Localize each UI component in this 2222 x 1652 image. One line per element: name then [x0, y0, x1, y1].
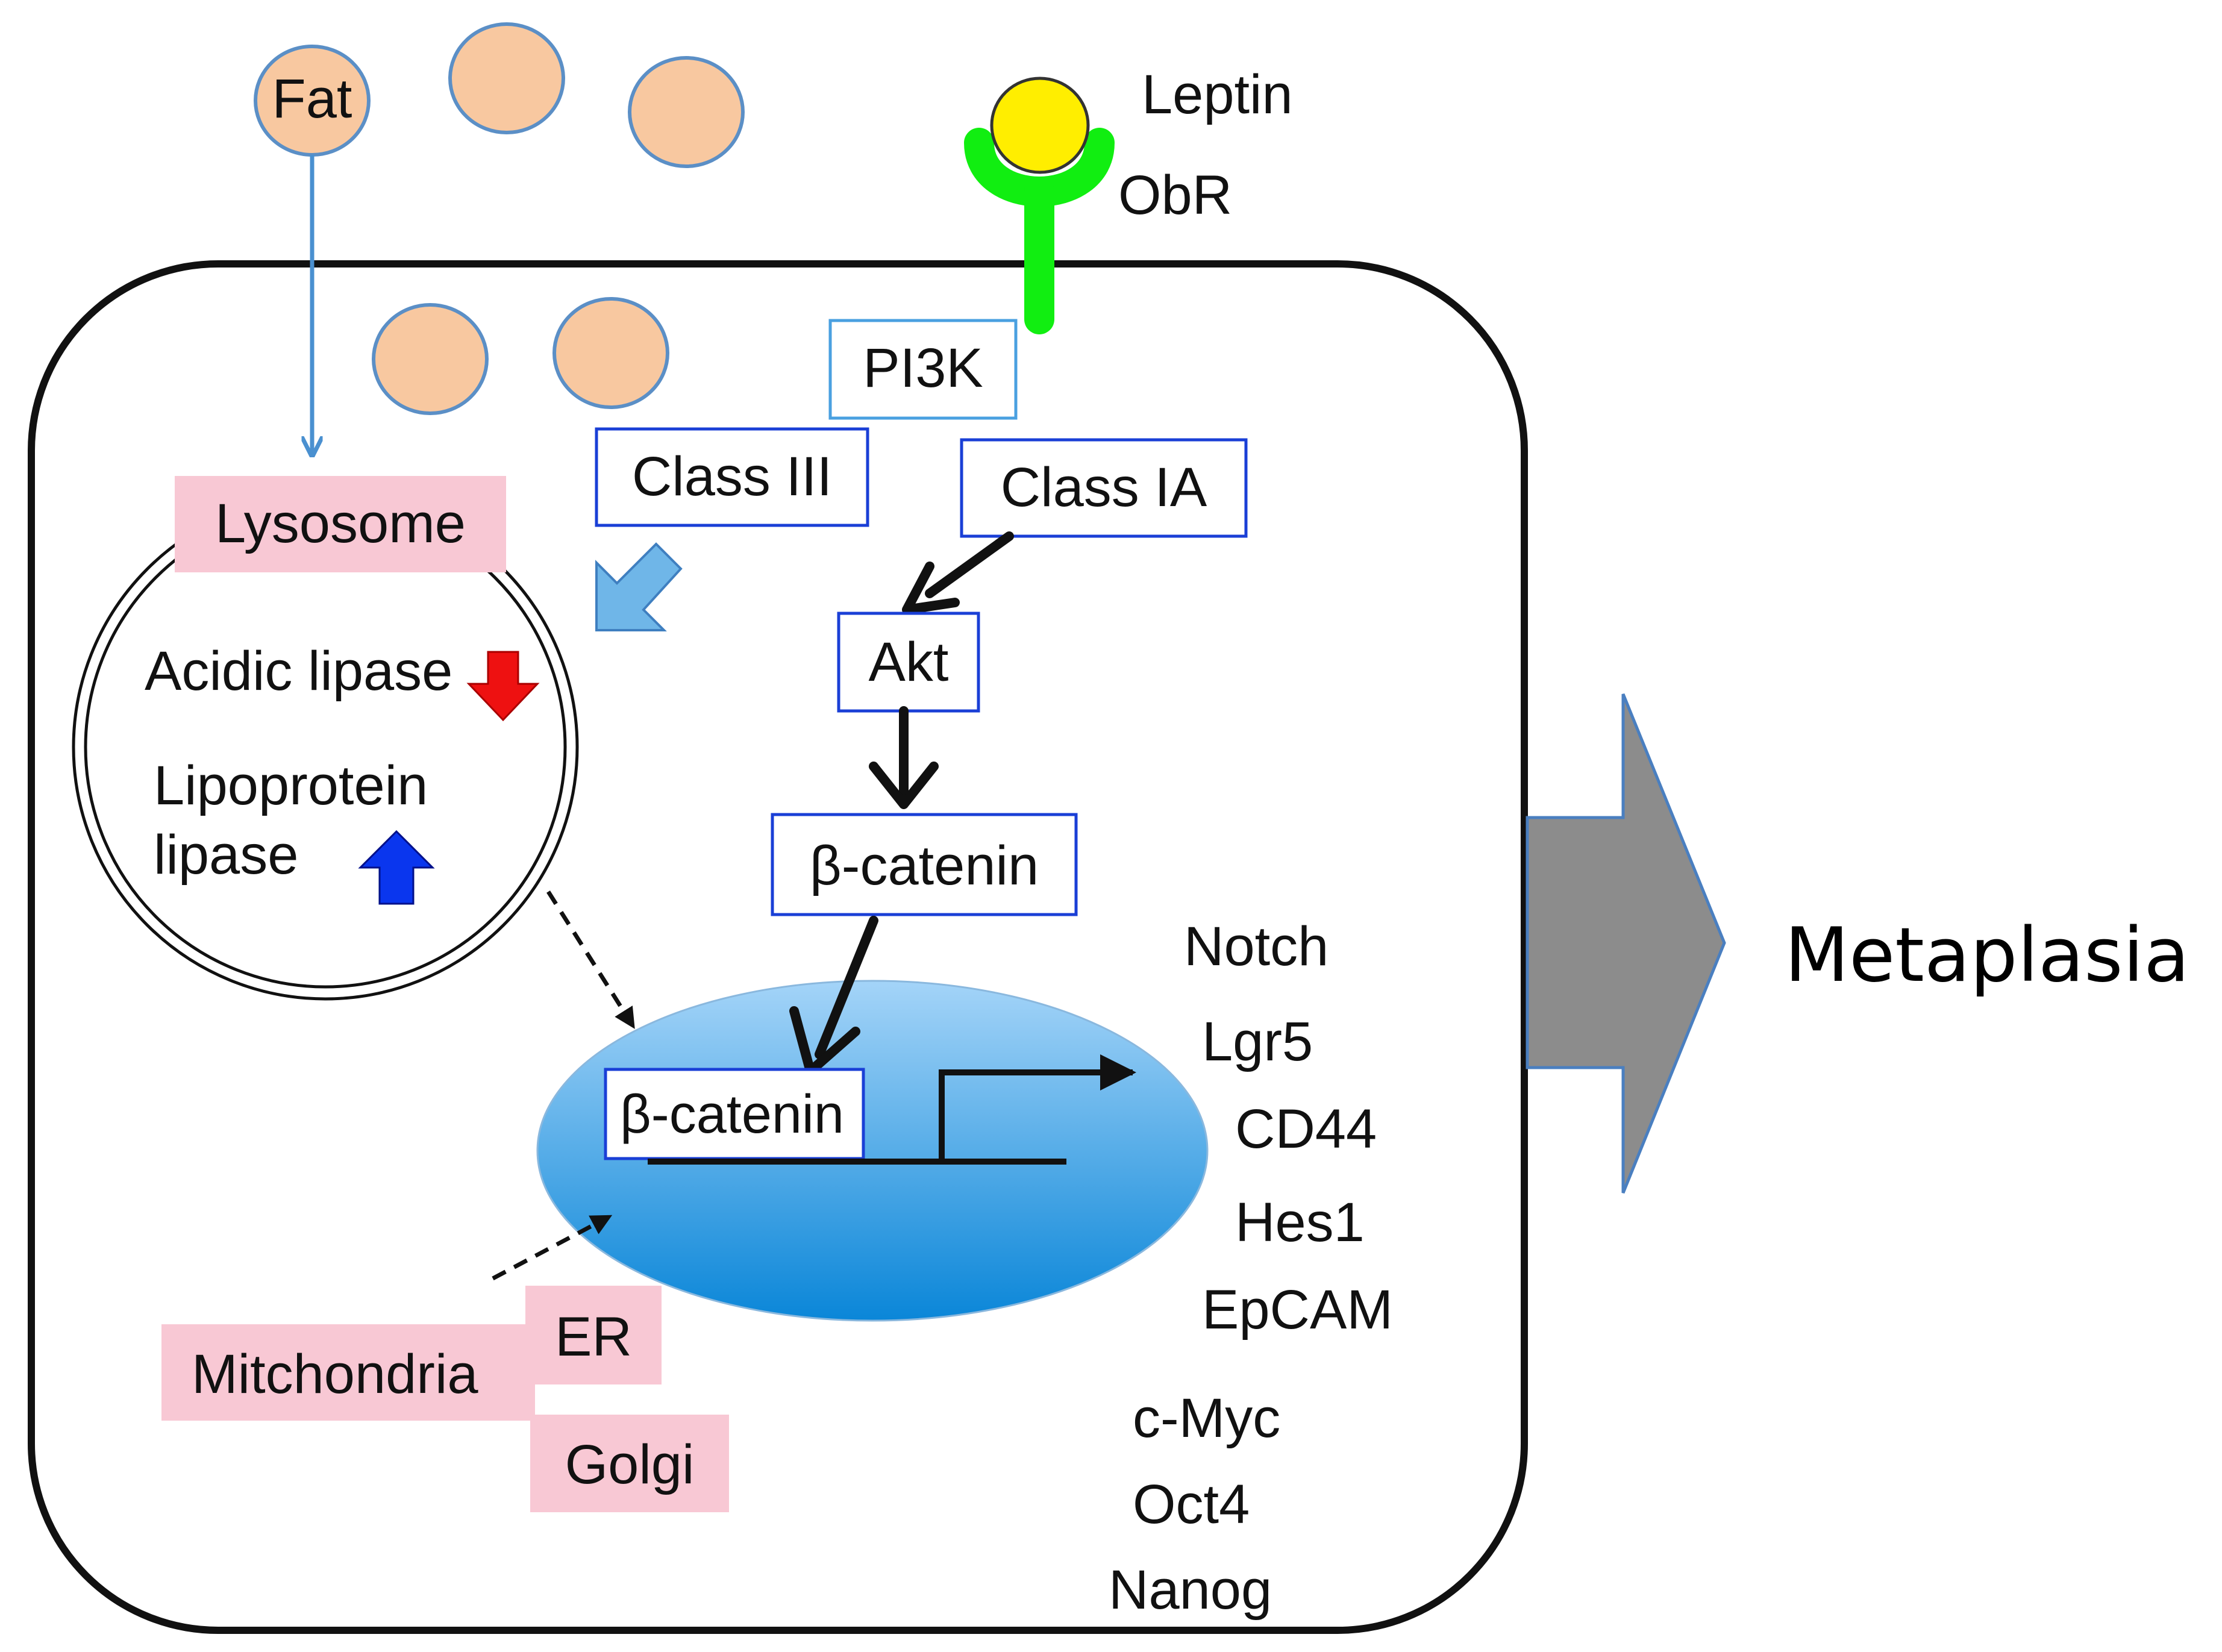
- lipoprotein-lipase-line2: lipase: [154, 824, 298, 886]
- organelles-to-nucleus-arrow: [492, 1215, 613, 1281]
- outcome-arrow: [1526, 693, 1726, 1194]
- fat-droplet: [628, 56, 745, 168]
- obr-label: ObR: [1118, 164, 1232, 226]
- target-gene-label: Hes1: [1235, 1192, 1365, 1253]
- er-box: [525, 1286, 662, 1384]
- leptin-label: Leptin: [1142, 64, 1293, 125]
- target-gene-label: Oct4: [1133, 1474, 1250, 1535]
- fat-droplet: Fat: [254, 45, 371, 157]
- class-ia-box: [960, 438, 1248, 538]
- beta-catenin-nucleus-label: β-catenin: [620, 1084, 844, 1145]
- akt-label: Akt: [869, 631, 949, 693]
- class-iii-box: [595, 427, 869, 527]
- target-gene-label: Nanog: [1109, 1559, 1272, 1621]
- lysosome-label: Lysosome: [215, 493, 466, 554]
- pi3k-label: PI3K: [863, 337, 983, 399]
- lipoprotein-lipase-line1: Lipoprotein: [154, 755, 428, 816]
- acidic-lipase-label: Acidic lipase: [145, 640, 452, 702]
- mitochondria-box: [161, 1324, 535, 1421]
- class-iii-label: Class III: [632, 446, 832, 507]
- fat-droplet: [552, 297, 669, 409]
- up-arrow-icon: [358, 830, 435, 905]
- target-gene-label: CD44: [1235, 1098, 1377, 1160]
- fat-droplet: [372, 303, 489, 415]
- golgi-box: [530, 1415, 729, 1512]
- gene-promoter-icon: [648, 1054, 1136, 1165]
- class-ia-label: Class IA: [1001, 457, 1207, 518]
- golgi-label: Golgi: [565, 1434, 695, 1495]
- akt-to-beta-catenin-arrow: [869, 706, 939, 809]
- lysosome-to-nucleus-arrow: [546, 890, 635, 1029]
- beta-catenin-cytoplasm-label: β-catenin: [810, 835, 1039, 896]
- mitochondria-label: Mitchondria: [192, 1344, 478, 1405]
- target-gene-label: Notch: [1184, 916, 1329, 977]
- down-arrow-icon: [466, 651, 540, 722]
- cell-membrane: [28, 260, 1528, 1634]
- outcome-label: Metaplasia: [1785, 912, 2189, 999]
- er-label: ER: [555, 1306, 632, 1368]
- leptin-ligand: [990, 77, 1090, 174]
- obr-receptor: [964, 128, 1115, 334]
- beta-catenin-cytoplasm-box: [771, 813, 1078, 916]
- pi3k-box: [828, 319, 1018, 420]
- fat-droplet: [448, 22, 565, 134]
- target-gene-label: c-Myc: [1133, 1388, 1280, 1449]
- lysosome-label-box: [175, 476, 506, 572]
- lysosome-inner-membrane: [84, 505, 567, 989]
- fat-label: Fat: [272, 68, 352, 130]
- class-iii-arrow: [595, 542, 683, 631]
- nucleus: [536, 980, 1209, 1322]
- target-gene-label: Lgr5: [1202, 1011, 1313, 1072]
- class-ia-to-akt-arrow: [902, 531, 1014, 615]
- target-gene-label: EpCAM: [1202, 1279, 1393, 1341]
